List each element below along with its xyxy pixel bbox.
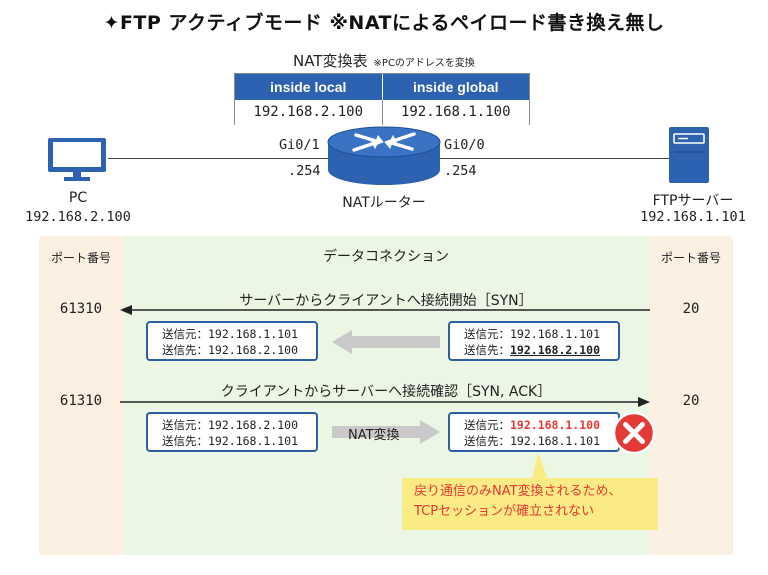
nat-cell-inside-local: 192.168.2.100 [253,104,364,120]
dst-address-highlight: 192.168.2.100 [510,343,601,357]
src-label: 送信元： [162,327,208,341]
server-port-column [649,236,733,555]
callout-pointer [532,452,548,480]
dst-label: 送信先： [162,434,208,448]
message-syn-label: サーバーからクライアントへ接続開始［SYN］ [239,293,533,309]
gray-arrow-left [332,330,440,354]
nat-table-caption: NAT変換表 ※PCのアドレスを変換 [0,50,768,71]
server-ip: 192.168.1.101 [640,209,746,225]
nat-table-row: 192.168.2.100 192.168.1.100 [235,100,529,125]
data-connection-header: データコネクション [323,249,449,265]
src-address: 192.168.1.101 [510,327,601,341]
server-port-header: ポート番号 [660,251,721,265]
src-label: 送信元： [162,418,208,432]
packet-synack-server-side: 送信元：192.168.1.100 送信先：192.168.1.101 [448,412,620,452]
pc-icon [48,138,106,181]
nat-header-inside-global: inside global [381,74,530,100]
dst-label: 送信先： [464,343,510,357]
router-host-left: .254 [288,163,321,179]
pc-router-link [108,158,338,159]
page-title: ✦FTP アクティブモード ※NATによるペイロード書き換え無し [103,12,665,34]
callout-warning: 戻り通信のみNAT変換されるため、 TCPセッションが確立されない [402,478,658,530]
synack-arrow [120,397,650,407]
dst-address: 192.168.1.101 [208,434,299,448]
server-icon [669,127,709,183]
dst-address: 192.168.2.100 [208,343,299,357]
dst-label: 送信先： [162,343,208,357]
server-name: FTPサーバー [652,193,734,209]
nat-table-header: inside local inside global [235,74,529,100]
router-host-right: .254 [444,163,477,179]
error-x-icon [612,411,656,455]
server-port-2: 20 [682,393,700,409]
client-port-1: 61310 [59,301,103,317]
src-address: 192.168.1.101 [208,327,299,341]
packet-syn-server-side: 送信元：192.168.1.101 送信先：192.168.2.100 [448,321,620,361]
client-port-header: ポート番号 [50,251,111,265]
server-port-1: 20 [682,301,700,317]
dst-label: 送信先： [464,434,510,448]
client-port-column [39,236,123,555]
src-label: 送信元： [464,327,510,341]
callout-line-2: TCPセッションが確立されない [414,504,595,519]
nat-arrow-right [332,420,440,444]
message-synack-label: クライアントからサーバーへ接続確認［SYN, ACK］ [220,384,552,400]
pc-name: PC [68,190,88,206]
nat-cell-inside-global: 192.168.1.100 [381,100,530,125]
dst-address: 192.168.1.101 [510,434,601,448]
src-address-translated: 192.168.1.100 [510,418,601,432]
src-label: 送信元： [464,418,510,432]
client-port-2: 61310 [59,393,103,409]
nat-table: inside local inside global 192.168.2.100… [234,73,530,125]
router-if-right: Gi0/0 [444,137,485,153]
nat-table-title: NAT変換表 [293,52,368,70]
router-server-link [440,158,670,159]
packet-syn-client-side: 送信元：192.168.1.101 送信先：192.168.2.100 [146,321,318,361]
router-name: NATルーター [342,195,426,211]
router-if-left: Gi0/1 [279,137,320,153]
nat-header-inside-local: inside local [270,79,347,95]
syn-arrow [120,305,650,315]
nat-conversion-label: NAT変換 [348,428,400,443]
router-icon [327,126,441,185]
src-address: 192.168.2.100 [208,418,299,432]
pc-ip: 192.168.2.100 [25,209,131,225]
packet-synack-client-side: 送信元：192.168.2.100 送信先：192.168.1.101 [146,412,318,452]
callout-line-1: 戻り通信のみNAT変換されるため、 [414,484,622,499]
nat-table-note: ※PCのアドレスを変換 [373,58,475,69]
